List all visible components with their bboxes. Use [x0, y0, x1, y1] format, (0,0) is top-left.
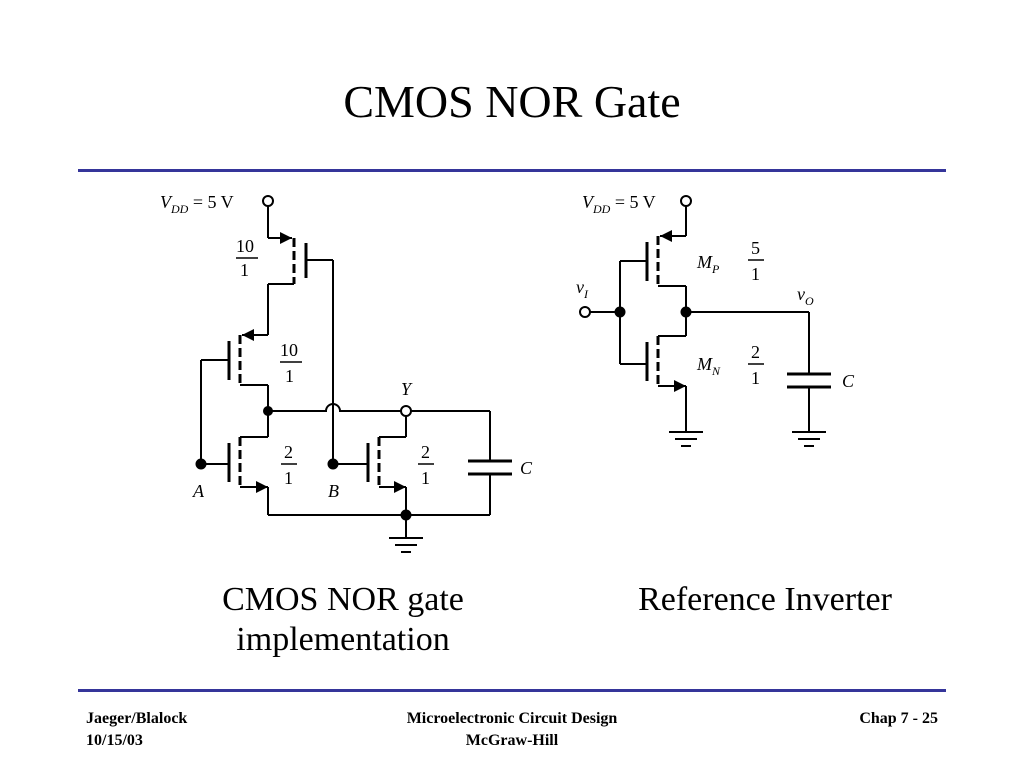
svg-text:B: B — [328, 481, 339, 501]
bottom-divider — [78, 689, 946, 692]
svg-text:A: A — [192, 481, 205, 501]
footer-authors: Jaeger/Blalock 10/15/03 — [86, 708, 187, 752]
svg-text:1: 1 — [240, 260, 249, 280]
svg-text:1: 1 — [285, 366, 294, 386]
nor-vdd-terminal — [262, 195, 274, 207]
footer-page-number: Chap 7 - 25 — [859, 710, 938, 727]
svg-text:C: C — [842, 371, 855, 391]
nor-caption-line2: implementation — [236, 621, 450, 658]
nor-gate-schematic: VDD = 5 V 10 1 10 1 Y — [160, 192, 533, 553]
footer-date: 10/15/03 — [86, 732, 143, 749]
reference-inverter-schematic: VDD = 5 V MP 5 1 vI vO MN 2 — [576, 192, 855, 447]
svg-text:C: C — [520, 458, 533, 478]
svg-text:1: 1 — [751, 264, 760, 284]
top-divider — [78, 169, 946, 172]
nor-caption: CMOS NOR gate implementation — [178, 580, 508, 660]
svg-text:2: 2 — [751, 342, 760, 362]
footer-book: Microelectronic Circuit Design McGraw-Hi… — [312, 708, 712, 752]
nor-input-a-node — [195, 458, 207, 470]
nor-vdd-label: VDD = 5 V — [160, 192, 234, 216]
svg-text:10: 10 — [236, 236, 254, 256]
footer-publisher: McGraw-Hill — [465, 732, 559, 749]
svg-text:1: 1 — [751, 368, 760, 388]
svg-text:MN: MN — [696, 354, 721, 378]
inv-vdd-terminal — [680, 195, 692, 207]
nor-output-terminal — [400, 405, 412, 417]
svg-text:Y: Y — [401, 379, 413, 399]
nor-input-b-node — [327, 458, 339, 470]
svg-text:MP: MP — [696, 252, 720, 276]
svg-text:2: 2 — [284, 442, 293, 462]
inv-input-terminal — [579, 306, 591, 318]
inv-vdd-label: VDD = 5 V — [582, 192, 656, 216]
svg-text:vO: vO — [797, 284, 814, 308]
svg-text:1: 1 — [284, 468, 293, 488]
footer-author-names: Jaeger/Blalock — [86, 710, 188, 727]
nor-caption-line1: CMOS NOR gate — [222, 581, 464, 618]
svg-text:2: 2 — [421, 442, 430, 462]
svg-text:1: 1 — [421, 468, 430, 488]
svg-text:5: 5 — [751, 238, 760, 258]
slide-title: CMOS NOR Gate — [343, 76, 681, 127]
svg-text:vI: vI — [576, 277, 589, 301]
footer-book-title: Microelectronic Circuit Design — [406, 710, 618, 727]
inverter-caption: Reference Inverter — [638, 581, 892, 618]
svg-text:10: 10 — [280, 340, 298, 360]
